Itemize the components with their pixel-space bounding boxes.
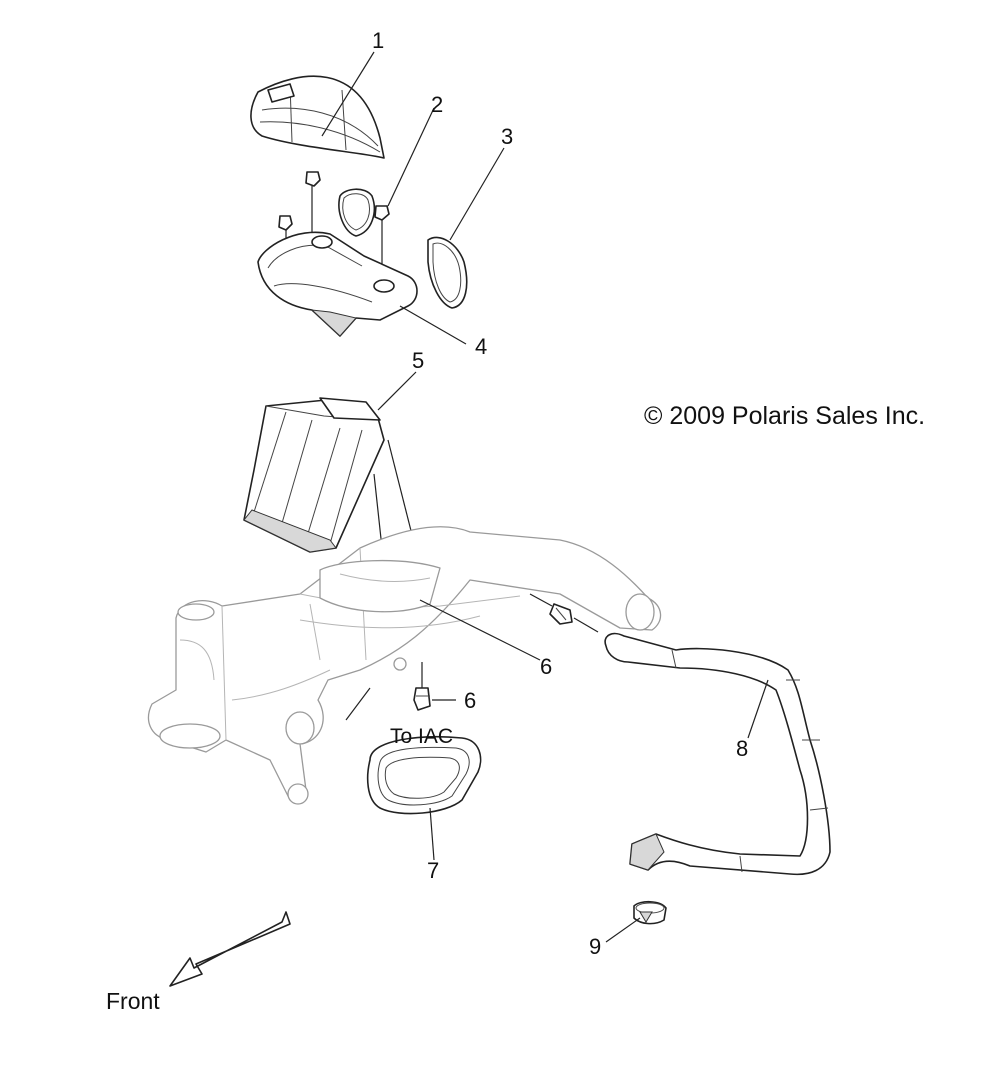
part-6-fitting-lower (413, 662, 456, 711)
part-5-filter-box (243, 397, 385, 553)
front-label: Front (106, 988, 160, 1014)
part-1-top-cover (250, 75, 385, 159)
part-2-bolt-top (305, 171, 321, 232)
part-9-hose-clamp (633, 900, 667, 925)
part-6-fitting-right (529, 593, 599, 633)
front-arrow (169, 911, 291, 987)
frame-lower-line (345, 687, 371, 721)
callout-1: 1 (372, 28, 385, 53)
part-3-seal-ring-right (427, 236, 468, 309)
callout-6-right: 6 (540, 654, 553, 679)
part-8-breather-hose (604, 632, 831, 876)
part-4-mount-bracket (257, 231, 418, 337)
vehicle-frame (147, 526, 662, 805)
callout-8: 8 (736, 736, 749, 761)
callout-7: 7 (427, 858, 440, 883)
to-iac-label: To IAC (390, 725, 454, 748)
callout-2: 2 (431, 92, 444, 117)
filter-to-frame-line-a (373, 473, 383, 549)
callout-9: 9 (589, 934, 602, 959)
callout-4: 4 (475, 334, 488, 359)
part-7-oval-gasket (366, 736, 482, 815)
callout-6-lower: 6 (464, 688, 477, 713)
copyright-notice: © 2009 Polaris Sales Inc. (644, 402, 926, 430)
frame-vent-line (419, 599, 541, 661)
part-3-seal-ring-upper (338, 188, 376, 237)
callout-5: 5 (412, 348, 425, 373)
callout-leaders (321, 51, 769, 943)
callout-3: 3 (501, 124, 514, 149)
